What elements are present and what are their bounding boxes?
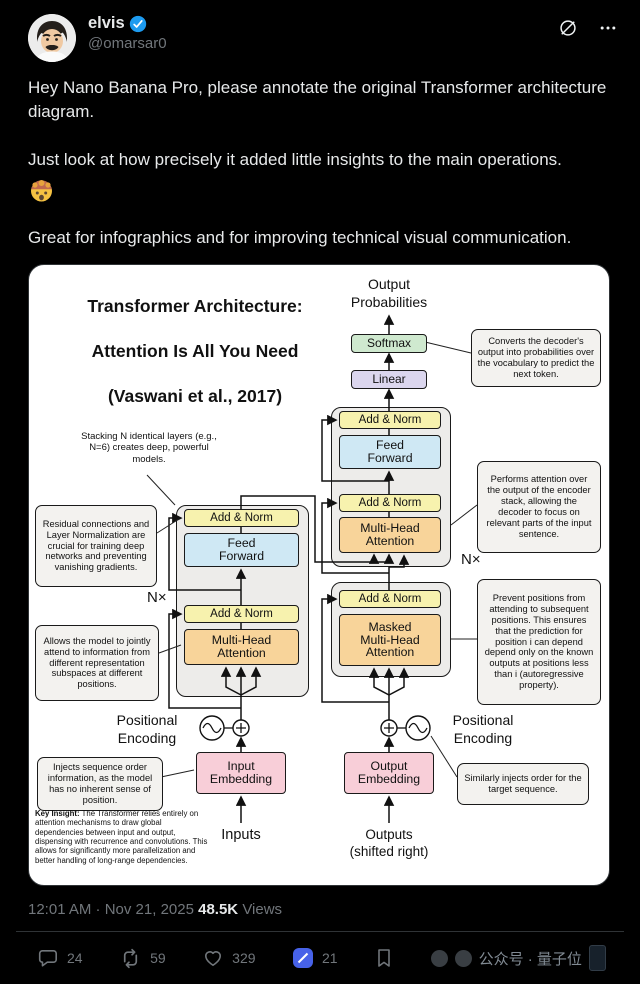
- encoder-add-norm-1: Add & Norm: [184, 509, 299, 527]
- softmax-block: Softmax: [351, 334, 427, 353]
- key-insight-label: Key Insight:: [35, 809, 80, 818]
- tweet-header: elvis @omarsar0: [0, 0, 640, 62]
- positional-encoding-label-right: Positional Encoding: [452, 712, 514, 746]
- diagram-title: Transformer Architecture: Attention Is A…: [87, 296, 303, 406]
- bookmark-button[interactable]: [375, 948, 393, 968]
- grok-analytics-icon: [293, 948, 314, 968]
- annotation-softmax: Converts the decoder's output into proba…: [471, 329, 601, 387]
- repost-button[interactable]: 59: [120, 948, 166, 969]
- nx-label-left: N×: [147, 589, 167, 606]
- positional-encoding-label-left: Positional Encoding: [116, 712, 178, 746]
- reply-count: 24: [67, 950, 83, 966]
- annotation-stacking: Stacking N identical layers (e.g., N=6) …: [81, 431, 217, 465]
- grok-analytics-button[interactable]: 21: [293, 948, 338, 968]
- watermark-text: 公众号 · 量子位: [478, 950, 582, 968]
- watermark: 公众号 · 量子位: [430, 945, 606, 971]
- annotation-positional-right: Similarly injects order for the target s…: [457, 763, 589, 805]
- tweet-paragraph-1: Hey Nano Banana Pro, please annotate the…: [28, 78, 607, 121]
- decoder-add-norm-2: Add & Norm: [339, 494, 441, 512]
- reply-icon: [38, 948, 58, 968]
- author-handle[interactable]: @omarsar0: [88, 35, 167, 52]
- grok-count: 21: [322, 950, 338, 966]
- bookmark-icon: [375, 948, 393, 968]
- tweet-paragraph-3: Great for infographics and for improving…: [28, 228, 572, 247]
- author-block: elvis @omarsar0: [88, 14, 558, 52]
- tweet-body: Hey Nano Banana Pro, please annotate the…: [0, 76, 640, 250]
- reply-button[interactable]: 24: [38, 948, 83, 968]
- qbitai-logo: [588, 945, 606, 971]
- exploding-head-emoji: [28, 176, 55, 203]
- timestamp: 12:01 AM · Nov 21, 2025: [28, 901, 194, 918]
- decoder-multi-head-attention: Multi-Head Attention: [339, 517, 441, 553]
- encoder-multi-head-attention: Multi-Head Attention: [184, 629, 299, 665]
- annotation-masking: Prevent positions from attending to subs…: [477, 579, 601, 705]
- annotation-residual: Residual connections and Layer Normaliza…: [35, 505, 157, 587]
- transformer-diagram: Transformer Architecture: Attention Is A…: [29, 265, 609, 885]
- more-button-icon[interactable]: [598, 18, 618, 38]
- tweet-paragraph-2: Just look at how precisely it added litt…: [28, 150, 562, 169]
- nx-label-right: N×: [461, 551, 481, 568]
- annotation-key-insight: Key Insight: The Transformer relies enti…: [35, 809, 208, 865]
- verified-badge-icon: [129, 15, 147, 33]
- annotation-positional-left: Injects sequence order information, as t…: [37, 757, 163, 811]
- decoder-add-norm-3: Add & Norm: [339, 590, 441, 608]
- repost-count: 59: [150, 950, 166, 966]
- views-count: 48.5K: [198, 901, 239, 918]
- inputs-label: Inputs: [221, 827, 261, 843]
- output-probabilities-label: Output Probabilities: [350, 276, 428, 311]
- repost-icon: [120, 948, 141, 969]
- encoder-feed-forward: Feed Forward: [184, 533, 299, 567]
- avatar-illustration: [28, 14, 76, 62]
- wechat-icon: [430, 949, 448, 967]
- divider: [16, 931, 624, 932]
- tweet-image[interactable]: Transformer Architecture: Attention Is A…: [28, 264, 610, 886]
- like-count: 329: [232, 950, 256, 966]
- outputs-label: Outputs (shifted right): [349, 827, 429, 859]
- like-button[interactable]: 329: [203, 948, 256, 968]
- diagram-arrows: [146, 314, 478, 823]
- grok-icon[interactable]: [558, 18, 578, 38]
- output-embedding-block: Output Embedding: [344, 752, 434, 794]
- masked-multi-head-attention: Masked Multi-Head Attention: [339, 614, 441, 666]
- action-bar: 24 59 329 21: [0, 932, 640, 984]
- annotation-cross-attention: Performs attention over the output of th…: [477, 461, 601, 553]
- decoder-feed-forward: Feed Forward: [339, 435, 441, 469]
- wechat-icon-2: [454, 949, 472, 967]
- annotation-subspaces: Allows the model to jointly attend to in…: [35, 625, 159, 701]
- linear-block: Linear: [351, 370, 427, 389]
- timestamp-row: 12:01 AM · Nov 21, 2025 48.5K Views: [28, 901, 283, 918]
- avatar[interactable]: [28, 14, 76, 62]
- input-embedding-block: Input Embedding: [196, 752, 286, 794]
- encoder-add-norm-2: Add & Norm: [184, 605, 299, 623]
- heart-icon: [203, 948, 223, 968]
- author-name[interactable]: elvis: [88, 14, 125, 32]
- decoder-add-norm-1: Add & Norm: [339, 411, 441, 429]
